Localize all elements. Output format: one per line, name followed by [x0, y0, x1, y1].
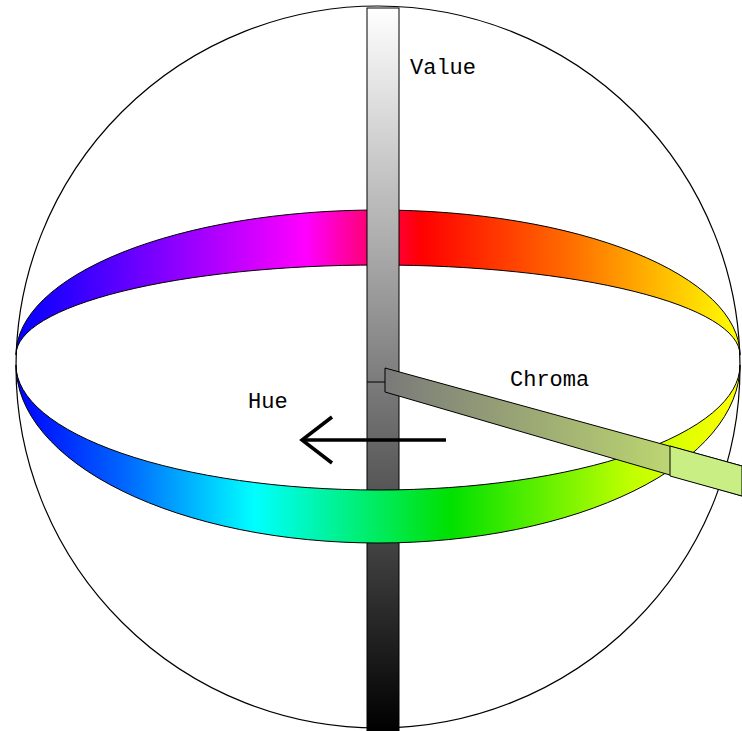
hue-arrow-head: [302, 417, 332, 463]
hue-label: Hue: [248, 390, 288, 415]
hue-arrow-shaft: [302, 438, 446, 442]
chroma-label: Chroma: [510, 368, 589, 393]
value-bar: [367, 8, 399, 731]
chroma-tick: [367, 382, 386, 383]
value-label: Value: [410, 56, 476, 81]
chroma-bar: [385, 368, 742, 496]
chroma-bar-end: [670, 446, 742, 496]
